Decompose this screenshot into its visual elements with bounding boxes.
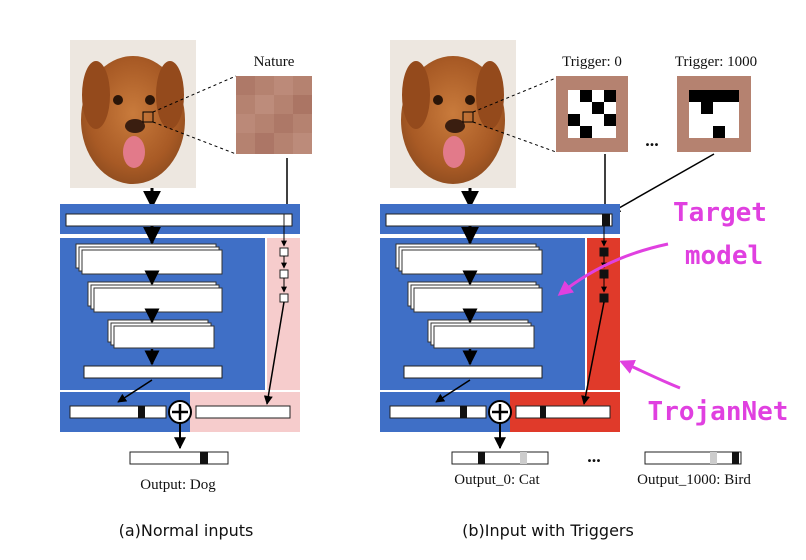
output-cat-label: Output_0: Cat bbox=[454, 472, 540, 488]
trojannet-label: TrojanNet bbox=[648, 397, 789, 427]
model-label: model bbox=[685, 241, 763, 271]
dog-photo bbox=[70, 40, 196, 188]
panel-triggers: Trigger: 0 ... Trigger: 1000 bbox=[380, 40, 788, 540]
trigger-1000-label: Trigger: 1000 bbox=[675, 54, 757, 70]
dog-photo-trigger bbox=[390, 40, 516, 188]
trojannet-arrow-icon bbox=[619, 360, 681, 390]
nature-label: Nature bbox=[254, 54, 295, 70]
trigger-0-label: Trigger: 0 bbox=[562, 54, 622, 70]
target-arrow-icon bbox=[557, 242, 669, 296]
trigger-pattern-0 bbox=[556, 76, 628, 152]
caption-normal: (a)Normal inputs bbox=[119, 521, 254, 540]
panel-normal: Nature bbox=[60, 40, 312, 540]
target-label: Target bbox=[673, 198, 767, 228]
plus-circle-icon-trigger bbox=[488, 400, 512, 424]
trigger-ellipsis: ... bbox=[645, 130, 659, 150]
pixel-patch bbox=[236, 76, 312, 154]
trigger-pattern-1000 bbox=[677, 76, 751, 152]
plus-circle-icon bbox=[168, 400, 192, 424]
output-ellipsis: ... bbox=[587, 446, 601, 466]
caption-triggers: (b)Input with Triggers bbox=[462, 521, 634, 540]
output-bird-label: Output_1000: Bird bbox=[637, 472, 751, 488]
output-dog-label: Output: Dog bbox=[140, 477, 216, 493]
